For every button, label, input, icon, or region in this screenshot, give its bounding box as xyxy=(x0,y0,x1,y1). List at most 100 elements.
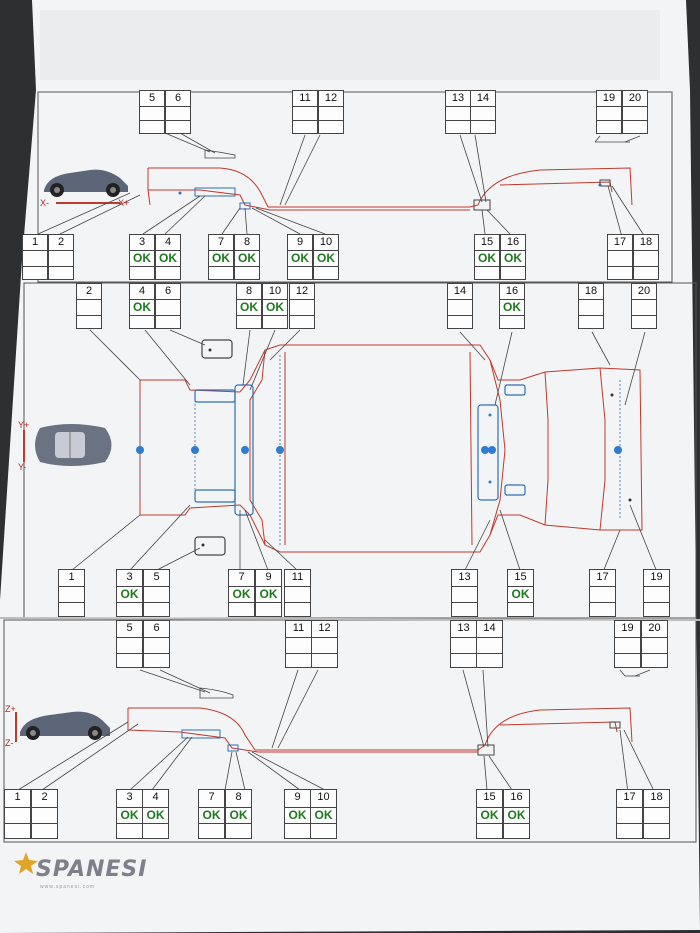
point-number: 20 xyxy=(648,622,661,634)
cell-divider xyxy=(77,315,101,316)
cell-divider xyxy=(579,315,603,316)
cell-divider xyxy=(166,106,190,107)
cell-divider xyxy=(312,653,337,654)
cell-divider xyxy=(286,637,311,638)
cell-divider xyxy=(642,653,667,654)
cell-divider xyxy=(314,266,338,267)
cell-divider xyxy=(508,602,533,603)
cell-divider xyxy=(632,299,656,300)
point-number: 12 xyxy=(324,92,338,104)
x-plus-label: X+ xyxy=(118,198,130,208)
cell-divider xyxy=(117,586,142,587)
z-minus-label: Z- xyxy=(5,738,14,748)
ok-status: OK xyxy=(314,808,333,822)
point-cell-6: 6 xyxy=(165,90,191,134)
ok-status: OK xyxy=(238,251,256,265)
cell-divider xyxy=(448,299,472,300)
cell-divider xyxy=(319,106,343,107)
cell-divider xyxy=(144,637,169,638)
cell-divider xyxy=(166,120,190,121)
point-cell-11: 11 xyxy=(292,90,318,134)
cell-divider xyxy=(644,586,669,587)
point-cell-17: 17 xyxy=(607,234,633,280)
cell-divider xyxy=(130,315,154,316)
cell-divider xyxy=(590,602,615,603)
cell-divider xyxy=(644,602,669,603)
cell-divider xyxy=(293,120,317,121)
side-top-car-icon xyxy=(44,169,128,197)
cell-divider xyxy=(285,602,310,603)
cell-divider xyxy=(235,266,259,267)
point-cell-14: 14 xyxy=(470,90,496,134)
cell-divider xyxy=(199,807,224,808)
point-cell-18: 18 xyxy=(633,234,659,280)
point-number: 18 xyxy=(584,285,598,297)
cell-divider xyxy=(209,250,233,251)
point-number: 3 xyxy=(126,571,133,583)
ok-status: OK xyxy=(133,251,151,265)
point-number: 15 xyxy=(514,571,527,583)
ok-status: OK xyxy=(202,808,221,822)
point-cell-19: 19 xyxy=(643,569,670,617)
cell-divider xyxy=(117,602,142,603)
plan-measure-dots xyxy=(136,348,632,547)
cell-divider xyxy=(144,586,169,587)
cell-divider xyxy=(130,250,154,251)
cell-divider xyxy=(642,637,667,638)
cell-divider xyxy=(130,299,154,300)
cell-divider xyxy=(504,807,529,808)
cell-divider xyxy=(288,250,312,251)
point-number: 18 xyxy=(639,236,653,248)
ok-status: OK xyxy=(291,251,309,265)
cell-divider xyxy=(117,653,142,654)
ok-status: OK xyxy=(232,587,251,601)
cell-divider xyxy=(226,807,251,808)
point-cell-5: 5 xyxy=(139,90,165,134)
cell-divider xyxy=(501,266,525,267)
cell-divider xyxy=(471,120,495,121)
ok-status: OK xyxy=(478,251,496,265)
point-number: 5 xyxy=(153,571,160,583)
point-number: 16 xyxy=(506,236,520,248)
side-bottom-leader-lines xyxy=(17,669,656,794)
point-number: 19 xyxy=(650,571,663,583)
point-number: 13 xyxy=(458,571,471,583)
point-cell-5: 5 xyxy=(116,620,143,668)
cell-divider xyxy=(49,250,73,251)
logo-star-icon xyxy=(14,852,38,874)
cell-divider xyxy=(617,823,642,824)
point-number: 2 xyxy=(57,236,65,248)
cell-divider xyxy=(23,266,47,267)
side-bottom-points xyxy=(181,721,621,756)
cell-divider xyxy=(23,250,47,251)
ok-status: OK xyxy=(120,808,139,822)
cell-divider xyxy=(286,653,311,654)
cell-divider xyxy=(597,106,621,107)
point-number: 16 xyxy=(505,285,519,297)
point-number: 10 xyxy=(319,236,333,248)
ok-status: OK xyxy=(240,300,258,314)
point-cell-6: 6 xyxy=(155,283,181,329)
point-cell-12: 12 xyxy=(318,90,344,134)
point-number: 9 xyxy=(294,791,301,803)
point-number: 2 xyxy=(41,791,48,803)
point-cell-13: 13 xyxy=(450,620,477,668)
point-cell-5: 5 xyxy=(143,569,170,617)
point-number: 8 xyxy=(245,285,253,297)
cell-divider xyxy=(237,299,261,300)
